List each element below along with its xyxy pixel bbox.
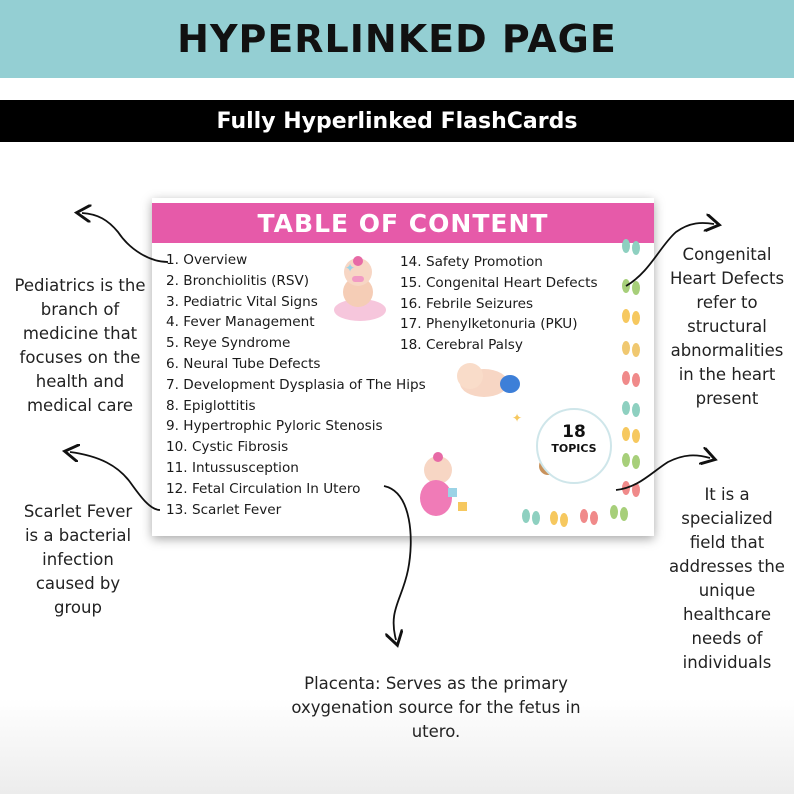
toc-item[interactable]: 13. Scarlet Fever — [166, 501, 282, 518]
footprint-icon — [550, 511, 568, 527]
star-icon: ✦ — [345, 261, 355, 275]
toc-item[interactable]: 7. Development Dysplasia of The Hips — [166, 376, 426, 393]
toc-item[interactable]: 6. Neural Tube Defects — [166, 355, 321, 372]
footprint-icon — [622, 371, 640, 387]
toc-item[interactable]: 14. Safety Promotion — [400, 254, 543, 270]
topics-label: TOPICS — [551, 442, 597, 455]
callout-pediatrics: Pediatrics is the branch of medicine tha… — [14, 276, 146, 415]
toc-right-list: 14. Safety Promotion 15. Congenital Hear… — [400, 252, 598, 356]
footprint-icon — [622, 453, 640, 469]
top-banner: HYPERLINKED PAGE — [0, 0, 794, 78]
callout-specialized-field: It is a specialized field that addresses… — [669, 485, 785, 672]
footprint-icon — [622, 309, 640, 325]
footprint-row — [522, 505, 628, 527]
footprint-icon — [622, 239, 640, 255]
topics-badge: 18 TOPICS — [536, 408, 612, 484]
toddler-illustration — [420, 452, 467, 516]
toc-item[interactable]: 9. Hypertrophic Pyloric Stenosis — [166, 418, 383, 435]
footprint-icon — [622, 341, 640, 357]
callout-placenta: Placenta: Serves as the primary oxygenat… — [291, 674, 581, 741]
star-icon: ✦ — [512, 411, 522, 425]
card-title: TABLE OF CONTENT — [257, 208, 549, 238]
toc-item[interactable]: 1. Overview — [166, 252, 248, 268]
toc-item[interactable]: 10. Cystic Fibrosis — [166, 439, 289, 456]
arrow-placenta — [383, 485, 412, 640]
callout-scarlet-fever: Scarlet Fever is a bacterial infection c… — [23, 502, 133, 617]
card-header: TABLE OF CONTENT — [152, 203, 654, 243]
toc-item[interactable]: 4. Fever Management — [166, 314, 315, 331]
topics-count: 18 — [562, 422, 586, 442]
footprint-icon — [580, 509, 598, 525]
arrow-specialized — [615, 455, 710, 491]
footprint-icon — [622, 401, 640, 417]
toc-item[interactable]: 18. Cerebral Palsy — [400, 337, 523, 354]
toc-item[interactable]: 17. Phenylketonuria (PKU) — [400, 316, 578, 333]
page-title: HYPERLINKED PAGE — [177, 17, 617, 61]
toc-item[interactable]: 2. Bronchiolitis (RSV) — [166, 272, 310, 289]
callout-congenital-heart: Congenital Heart Defects refer to struct… — [669, 245, 785, 408]
toc-item[interactable]: 15. Congenital Heart Defects — [400, 274, 598, 291]
arrow-congenital — [625, 223, 714, 287]
toc-item[interactable]: 11. Intussusception — [166, 459, 299, 476]
flashcard-preview: TABLE OF CONTENT 1. Overview 2. Bronchio… — [152, 198, 654, 536]
toc-left-list: 1. Overview 2. Bronchiolitis (RSV) 3. Pe… — [166, 250, 426, 520]
arrow-scarlet — [70, 452, 161, 511]
footprint-icon — [610, 505, 628, 521]
toc-item[interactable]: 16. Febrile Seizures — [400, 295, 534, 312]
toc-item[interactable]: 5. Reye Syndrome — [166, 335, 291, 352]
toc-item[interactable]: 8. Epiglottitis — [166, 397, 256, 414]
sleeping-baby-illustration — [457, 363, 520, 397]
baby-illustration — [334, 256, 386, 321]
footprint-icon — [522, 509, 540, 525]
subtitle-bar: Fully Hyperlinked FlashCards — [0, 100, 794, 142]
page-subtitle: Fully Hyperlinked FlashCards — [216, 108, 578, 134]
toc-item[interactable]: 12. Fetal Circulation In Utero — [166, 480, 361, 497]
toc-item[interactable]: 3. Pediatric Vital Signs — [166, 293, 318, 310]
footprint-icon — [622, 427, 640, 443]
arrow-pediatrics — [82, 213, 169, 263]
